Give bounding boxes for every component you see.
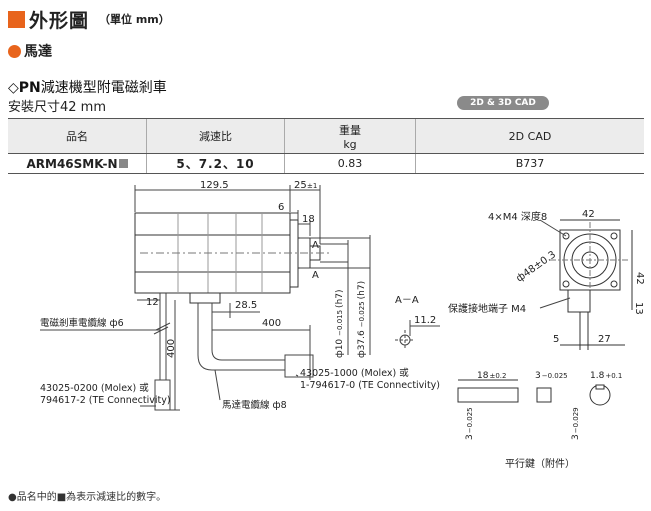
outline-drawing: 129.5 25 ±1 6 18 A A 12 28.5 400 400 [40, 180, 645, 470]
dim-400-h: 400 [262, 318, 281, 329]
dim-25-tol: ±1 [307, 182, 317, 190]
page-title: 外形圖 [29, 9, 90, 32]
dim-42-side: 42 [634, 272, 645, 285]
header-ratio: 減速比 [146, 118, 285, 154]
label-motor-cable: 馬達電纜線 ф8 [222, 399, 287, 411]
model-text: ARM46SMK-N [26, 156, 118, 171]
cell-model: ARM46SMK-N [8, 153, 147, 174]
brake-cable [137, 293, 180, 411]
dim-6: 6 [278, 202, 284, 213]
header-weight-l1: 重量 [339, 123, 361, 137]
cell-cad[interactable]: B737 [415, 153, 644, 174]
unit-label: （單位 mm） [99, 13, 170, 26]
dim-key-18: 18±0.2 [477, 371, 506, 381]
dim-key-3v: 3−0.025 [465, 407, 475, 440]
dims-top [134, 185, 321, 244]
dim-phi37-6: ф37.6−0.025(h7) [357, 281, 367, 358]
cell-ratio: 5、7.2、10 [146, 153, 285, 174]
section-aa-label: A－A [395, 295, 419, 306]
diamond-icon: ◇ [8, 80, 19, 96]
series-title: ◇PN減速機型附電磁剎車 [8, 77, 167, 97]
header-name: 品名 [8, 118, 147, 154]
label-conn1-b: 794617-2 (TE Connectivity) [40, 395, 171, 406]
dim-129: 129.5 [200, 180, 229, 191]
front-view [550, 219, 633, 350]
label-ground: 保護接地端子 M4 [448, 302, 526, 315]
dim-42-top: 42 [582, 209, 595, 220]
placeholder-square-icon [118, 158, 128, 168]
orange-dot-icon [8, 44, 21, 58]
motor-body [134, 212, 330, 304]
dim-5: 5 [553, 334, 559, 345]
label-conn2-b: 1-794617-0 (TE Connectivity) [300, 380, 440, 391]
dim-27: 27 [598, 334, 611, 345]
dim-28-5: 28.5 [235, 300, 257, 311]
series-rest: 減速機型附電磁剎車 [40, 80, 167, 96]
header-weight-l2: kg [343, 137, 357, 151]
dim-key-3a: 3−0.025 [535, 371, 568, 381]
label-m4-holes: 4×M4 深度8 [488, 210, 547, 223]
cad-badge[interactable]: 2D & 3D CAD [457, 96, 549, 110]
header-cad: 2D CAD [415, 118, 644, 154]
label-conn1-a: 43025-0200 (Molex) 或 [40, 382, 149, 394]
key-detail [457, 379, 611, 406]
dim-key-3v2: 3−0.029 [571, 407, 581, 440]
spec-table: 品名 減速比 重量 kg 2D CAD ARM46SMK-N 5、7.2、10 … [8, 118, 644, 174]
header-weight: 重量 kg [284, 118, 416, 154]
label-conn2-a: 43025-1000 (Molex) 或 [300, 367, 409, 379]
table-row: ARM46SMK-N 5、7.2、10 0.83 B737 [8, 153, 644, 174]
cell-weight: 0.83 [284, 153, 416, 174]
dim-11-2: 11.2 [414, 315, 436, 326]
motor-cable [197, 303, 314, 380]
orange-square-icon [8, 10, 25, 28]
series-bold: PN [18, 80, 41, 96]
dim-400-v: 400 [166, 339, 177, 358]
dim-25: 25 [294, 180, 307, 191]
label-key: 平行鍵（附件） [505, 457, 575, 470]
dim-12: 12 [146, 297, 159, 308]
mount-size-label: 安裝尺寸42 mm [8, 100, 107, 115]
footnote: ●品名中的■為表示減速比的數字。 [8, 492, 167, 503]
dim-13: 13 [633, 302, 644, 315]
dim-phi10: ф10−0.015(h7) [335, 289, 345, 358]
dim-phi48: ф48±0.3 [514, 249, 558, 284]
label-brake-cable: 電磁剎車電纜線 ф6 [40, 317, 124, 329]
section-aa [395, 320, 440, 350]
section-a-top: A [312, 240, 319, 251]
dim-18: 18 [302, 214, 315, 225]
motor-heading: 馬達 [8, 41, 52, 61]
section-a-bottom: A [312, 270, 319, 281]
motor-label: 馬達 [24, 44, 52, 60]
section-header: 外形圖 （單位 mm） [8, 6, 170, 32]
dims-shaft [300, 235, 371, 355]
dim-key-1-8: 1.8+0.1 [590, 371, 622, 381]
